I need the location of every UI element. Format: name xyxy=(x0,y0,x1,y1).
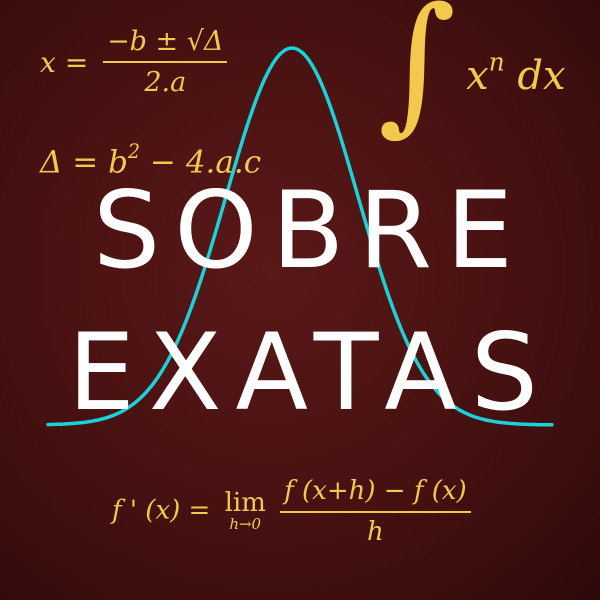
integral-sign: ∫ xyxy=(378,0,457,150)
discriminant-rhs: − 4.a.c xyxy=(150,144,262,181)
integral-exponent: n xyxy=(488,47,505,77)
integral-differential: dx xyxy=(517,53,566,100)
derivative-formula: f ' (x) = lim h→0 f (x+h) − f (x) h xyxy=(112,476,471,547)
limit-label: lim xyxy=(224,487,266,518)
quadratic-lhs: x = xyxy=(40,45,89,79)
derivative-denominator: h xyxy=(367,517,384,547)
quadratic-denominator: 2.a xyxy=(144,67,187,98)
limit-operator: lim h→0 xyxy=(224,487,266,534)
quadratic-numerator: −b ± √Δ xyxy=(103,26,228,63)
bell-curve-path xyxy=(46,46,554,427)
title-line-2: EXATAS xyxy=(67,311,553,434)
title-line-1: SOBRE xyxy=(92,169,528,292)
derivative-lhs: f ' (x) = xyxy=(112,495,211,526)
discriminant-formula: Δ = b2 − 4.a.c xyxy=(40,140,261,180)
derivative-numerator: f (x+h) − f (x) xyxy=(280,476,471,513)
discriminant-lhs: Δ = b xyxy=(40,144,128,181)
limit-subscript: h→0 xyxy=(229,515,262,534)
discriminant-exponent: 2 xyxy=(127,140,141,163)
quadratic-formula: x = −b ± √Δ 2.a xyxy=(40,26,228,98)
derivative-fraction: f (x+h) − f (x) h xyxy=(280,476,471,547)
quadratic-fraction: −b ± √Δ 2.a xyxy=(103,26,228,98)
integral-base: x xyxy=(466,53,489,100)
integral-formula: ∫xn dx xyxy=(378,0,566,138)
